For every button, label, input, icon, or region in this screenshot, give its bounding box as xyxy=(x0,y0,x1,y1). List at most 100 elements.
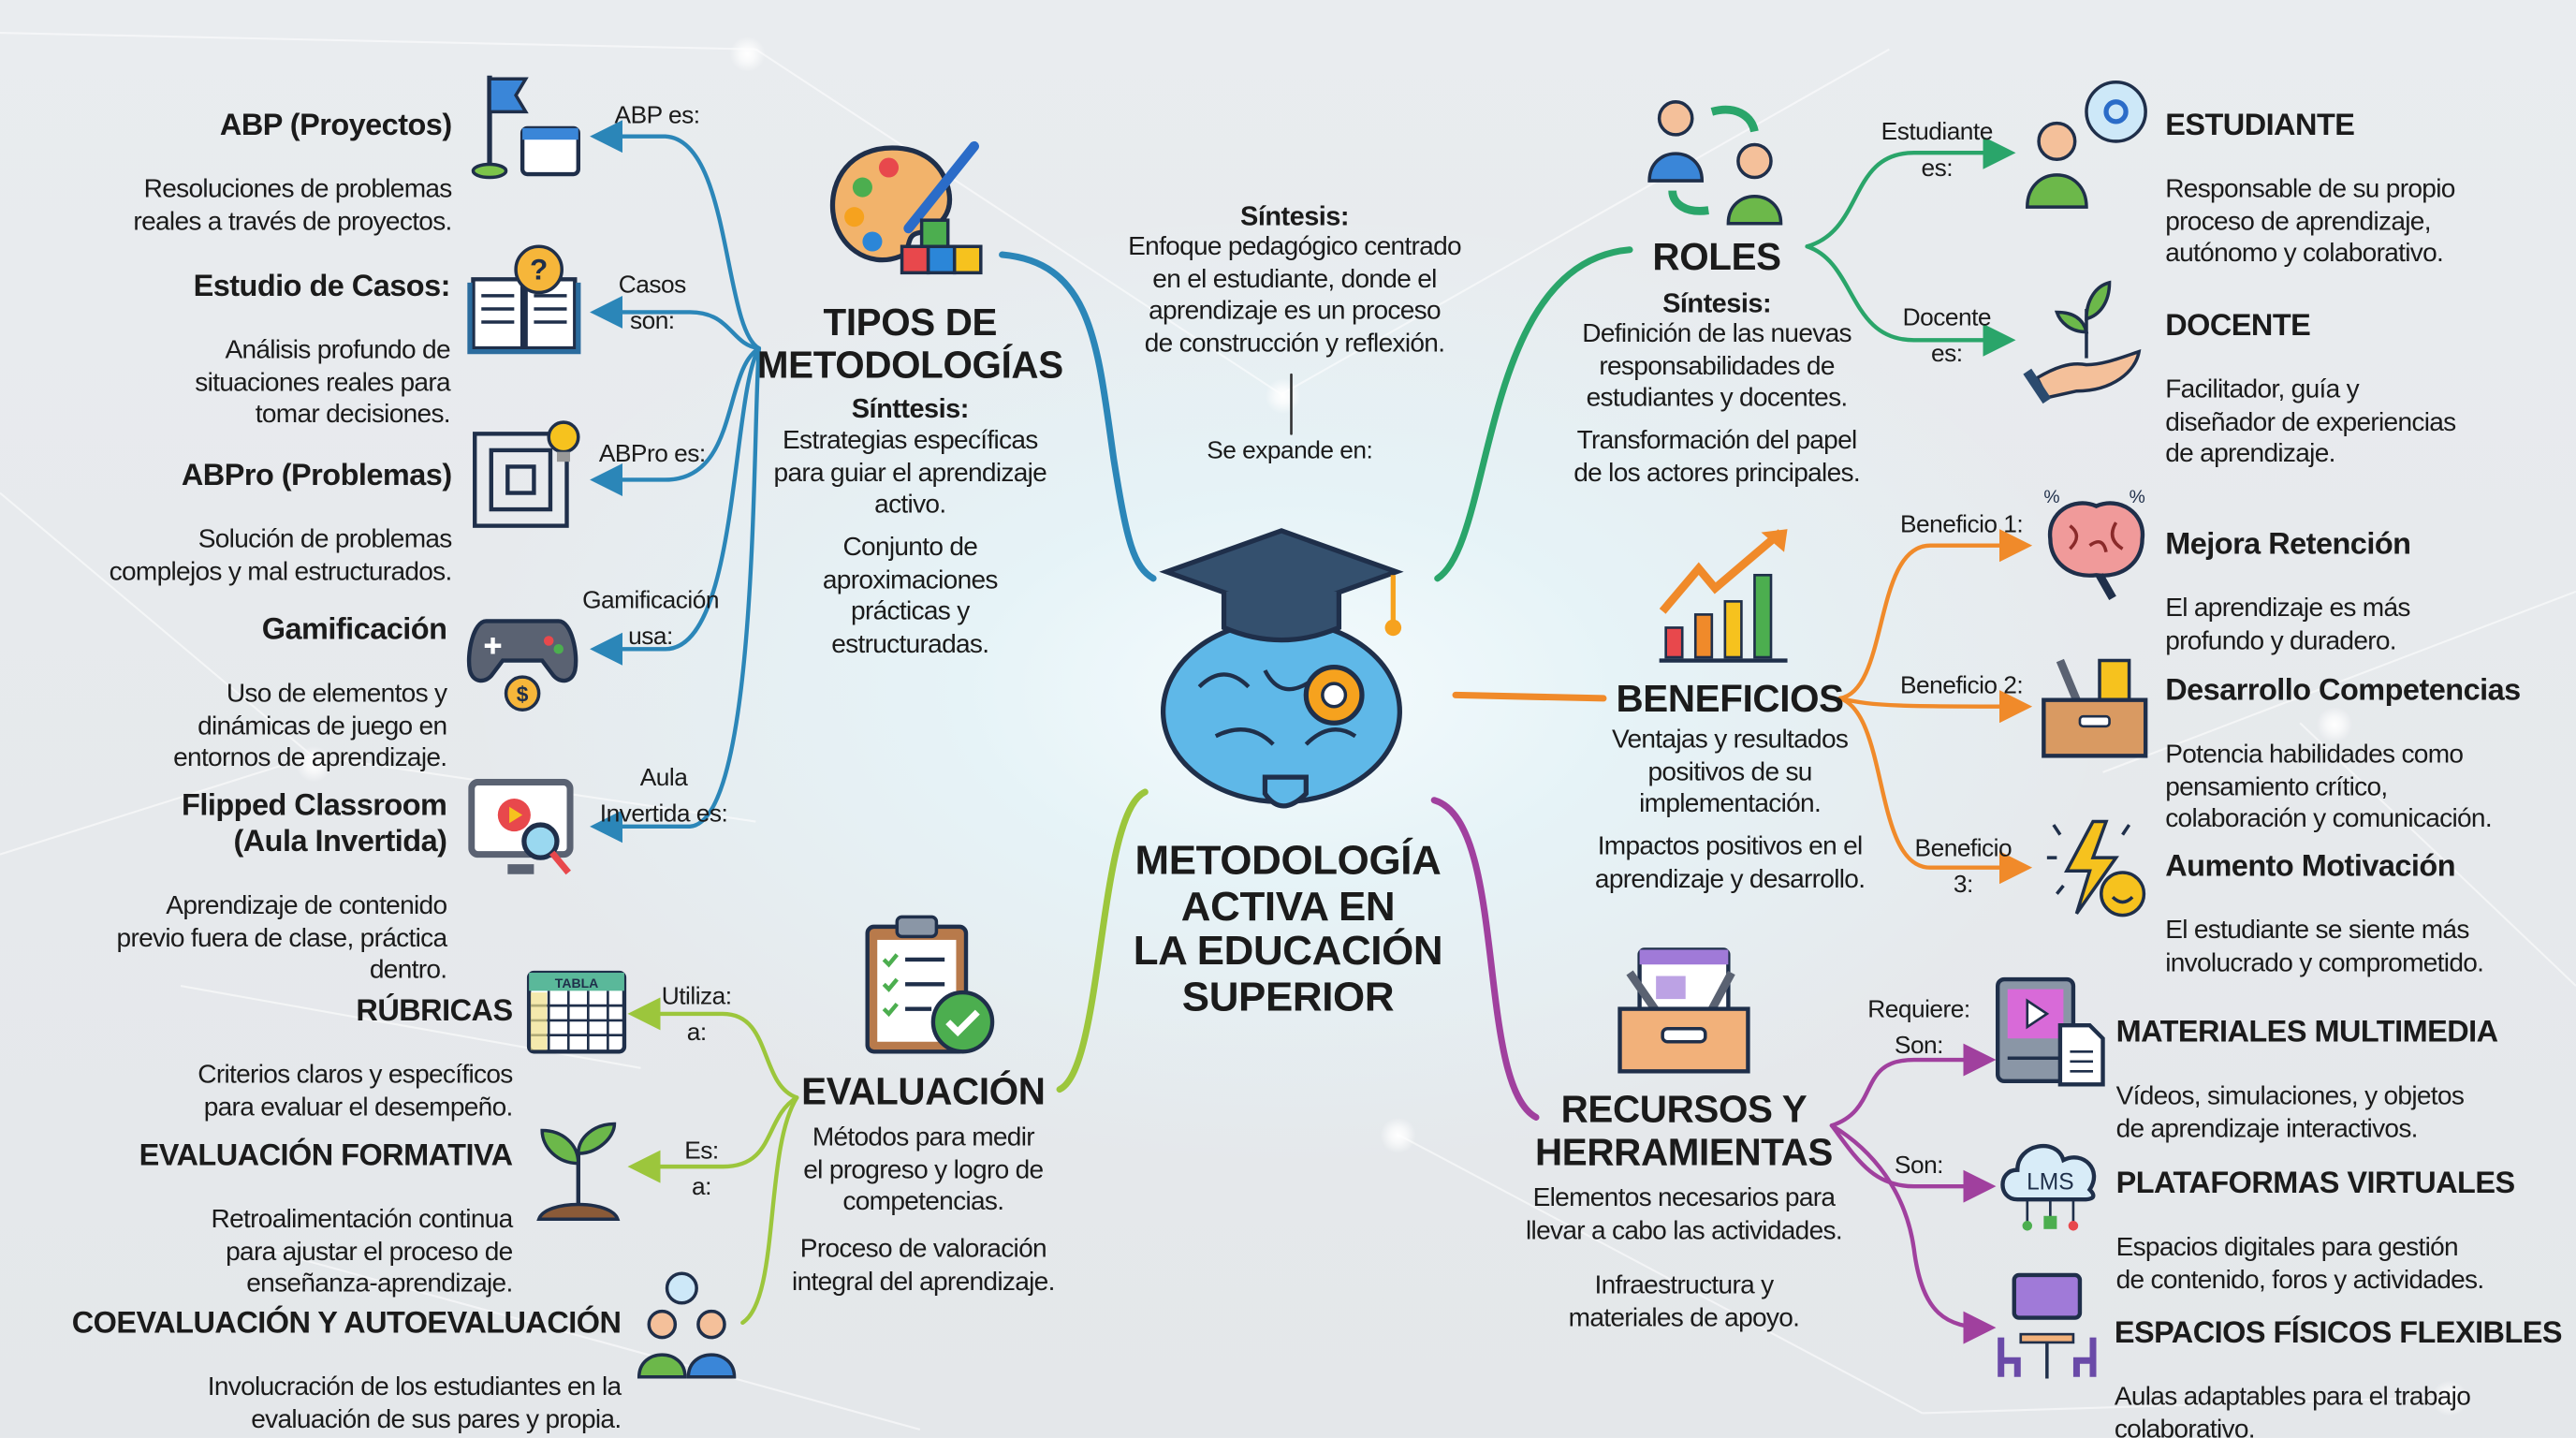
item-title: ESTUDIANTE xyxy=(2165,106,2355,141)
beneficios-title: BENEFICIOS xyxy=(1616,677,1845,720)
flag-calendar-icon xyxy=(471,75,580,180)
item-desc: Solución de problemas complejos y mal es… xyxy=(109,525,453,586)
recursos-title: RECURSOS Y HERRAMIENTAS xyxy=(1534,1087,1833,1174)
benefit-item-motivacion: Aumento Motivación El estudiante se sien… xyxy=(2165,815,2484,1012)
lightning-smile-icon xyxy=(2046,819,2146,917)
connector-label: Requiere: Son: xyxy=(1867,995,1970,1061)
glow-dot xyxy=(295,745,332,783)
item-desc: Vídeos, simulaciones, y objetos de apren… xyxy=(2115,1082,2465,1143)
method-item-gamificacion: Gamificación Uso de elementos y dinámica… xyxy=(173,579,447,807)
method-item-abp: ABP (Proyectos) Resoluciones de problema… xyxy=(133,74,452,271)
resource-item-plataformas: PLATAFORMAS VIRTUALES Espacios digitales… xyxy=(2115,1132,2516,1328)
item-desc: Criterios claros y específicos para eval… xyxy=(198,1061,513,1122)
connector-label: Casos son: xyxy=(618,271,687,336)
item-title: PLATAFORMAS VIRTUALES xyxy=(2115,1164,2516,1199)
metodologias-synthesis-text: Estrategias específicas para guiar el ap… xyxy=(773,427,1047,520)
brain-retention-icon: %% xyxy=(2043,488,2145,601)
connector-label: Beneficio 3: xyxy=(1914,834,2012,900)
item-title: Aumento Motivación xyxy=(2165,846,2456,882)
svg-text:$: $ xyxy=(517,682,529,706)
item-title: Estudio de Casos: xyxy=(193,267,451,302)
connector-label: Beneficio 2: xyxy=(1899,671,2024,700)
glow-dot xyxy=(1380,1117,1416,1154)
rubric-table-icon: TABLA xyxy=(526,970,627,1054)
item-desc: El estudiante se siente más involucrado … xyxy=(2165,917,2484,977)
item-title: ABPro (Problemas) xyxy=(181,456,452,491)
connector-label: Es: a: xyxy=(684,1137,719,1201)
connector-label: ABP es: xyxy=(614,101,700,130)
item-desc: Involucración de los estudiantes en la e… xyxy=(207,1373,622,1434)
eval-item-formativa: EVALUACIÓN FORMATIVA Retroalimentación c… xyxy=(139,1104,514,1332)
beneficios-extra: Impactos positivos en el aprendizaje y d… xyxy=(1594,832,1866,893)
beneficios-desc: Ventajas y resultados positivos de su im… xyxy=(1611,726,1849,819)
branch-line-recursos xyxy=(1430,797,1540,1121)
svg-text:%: % xyxy=(2130,488,2145,507)
item-desc: Aprendizaje de contenido previo fuera de… xyxy=(116,892,448,985)
item-title: Gamificación xyxy=(261,610,447,645)
glow-dot xyxy=(2316,706,2353,743)
roles-extra: Transformación del papel de los actores … xyxy=(1573,427,1860,488)
central-topic-title: METODOLOGÍA ACTIVA EN LA EDUCACIÓN SUPER… xyxy=(1133,838,1443,1020)
branch-line-evaluacion xyxy=(1056,788,1149,1093)
branch-line-metodologias xyxy=(999,251,1157,582)
center-synthesis-label: Síntesis: xyxy=(1240,201,1350,232)
item-title: EVALUACIÓN FORMATIVA xyxy=(139,1136,513,1171)
book-question-icon: ? xyxy=(467,244,581,355)
item-title: COEVALUACIÓN Y AUTOEVALUACIÓN xyxy=(71,1303,622,1339)
item-desc: El aprendizaje es más profundo y durader… xyxy=(2165,594,2410,655)
center-synthesis-text: Enfoque pedagógico centrado en el estudi… xyxy=(1128,233,1461,358)
lms-label: LMS xyxy=(2027,1170,2074,1196)
item-title: ABP (Proyectos) xyxy=(219,106,452,141)
item-title: Flipped Classroom (Aula Invertida) xyxy=(182,785,447,858)
svg-text:%: % xyxy=(2043,488,2059,507)
item-title: Mejora Retención xyxy=(2165,524,2411,560)
expand-label: Se expande en: xyxy=(1207,436,1373,465)
benefit-item-retencion: Mejora Retención El aprendizaje es más p… xyxy=(2165,493,2411,690)
connector-label: ABPro es: xyxy=(598,440,706,469)
item-desc: Retroalimentación continua para ajustar … xyxy=(211,1206,514,1299)
growth-chart-icon xyxy=(1659,529,1788,663)
role-item-estudiante: ESTUDIANTE Responsable de su propio proc… xyxy=(2165,74,2455,302)
role-item-docente: DOCENTE Facilitador, guía y diseñador de… xyxy=(2165,274,2456,503)
benefit-item-competencias: Desarrollo Competencias Potencia habilid… xyxy=(2165,639,2521,868)
brain-graduation-cap-icon xyxy=(1159,528,1404,809)
sprout-icon xyxy=(536,1122,621,1222)
lms-cloud-icon: LMS xyxy=(2000,1143,2097,1231)
metodologias-extra: Conjunto de aproximaciones prácticas y e… xyxy=(822,534,999,658)
branch-line-beneficios xyxy=(1452,691,1607,702)
roles-exchange-icon xyxy=(1647,100,1783,226)
glow-dot xyxy=(729,36,766,73)
svg-text:?: ? xyxy=(530,252,548,286)
gamepad-coin-icon: $ xyxy=(466,619,578,712)
maze-lightbulb-icon xyxy=(473,420,580,528)
evaluacion-title: EVALUACIÓN xyxy=(801,1069,1046,1113)
eval-item-rubricas: RÚBRICAS Criterios claros y específicos … xyxy=(198,960,513,1156)
item-title: ESPACIOS FÍSICOS FLEXIBLES xyxy=(2114,1313,2563,1349)
recursos-extra: Infraestructura y materiales de apoyo. xyxy=(1568,1271,1800,1332)
recursos-desc: Elementos necesarios para llevar a cabo … xyxy=(1525,1184,1843,1245)
method-item-abpro: ABPro (Problemas) Solución de problemas … xyxy=(109,424,453,621)
multimedia-video-document-icon xyxy=(1996,976,2105,1087)
toolbox-puzzle-icon xyxy=(2042,658,2148,758)
item-desc: Responsable de su propio proceso de apre… xyxy=(2165,175,2455,269)
connector-label: Docente es: xyxy=(1902,303,1992,369)
connector-label: Beneficio 1: xyxy=(1899,510,2024,539)
connector-label: Gamificación usa: xyxy=(582,586,719,652)
evaluacion-extra: Proceso de valoración integral del apren… xyxy=(792,1235,1055,1296)
item-title: RÚBRICAS xyxy=(356,991,513,1027)
monitor-video-search-icon xyxy=(468,778,574,875)
resource-item-espacios: ESPACIOS FÍSICOS FLEXIBLES Aulas adaptab… xyxy=(2114,1282,2563,1438)
branch-line-roles xyxy=(1434,246,1633,582)
method-item-flipped-classroom: Flipped Classroom (Aula Invertida) Apren… xyxy=(116,755,448,1020)
clipboard-checklist-icon xyxy=(865,915,995,1054)
eval-item-coevaluacion: COEVALUACIÓN Y AUTOEVALUACIÓN Involucrac… xyxy=(72,1271,622,1437)
item-desc: Resoluciones de problemas reales a travé… xyxy=(133,175,452,236)
connector-label: Utiliza: a: xyxy=(661,982,732,1047)
resource-item-multimedia: MATERIALES MULTIMEDIA Vídeos, simulacion… xyxy=(2115,981,2499,1178)
item-desc: Aulas adaptables para el trabajo colabor… xyxy=(2114,1383,2471,1438)
palette-blocks-icon xyxy=(829,140,983,275)
connector-label: Son: xyxy=(1894,1152,1944,1181)
rubric-table-label: TABLA xyxy=(555,976,599,990)
item-desc: Espacios digitales para gestión de conte… xyxy=(2115,1234,2485,1295)
